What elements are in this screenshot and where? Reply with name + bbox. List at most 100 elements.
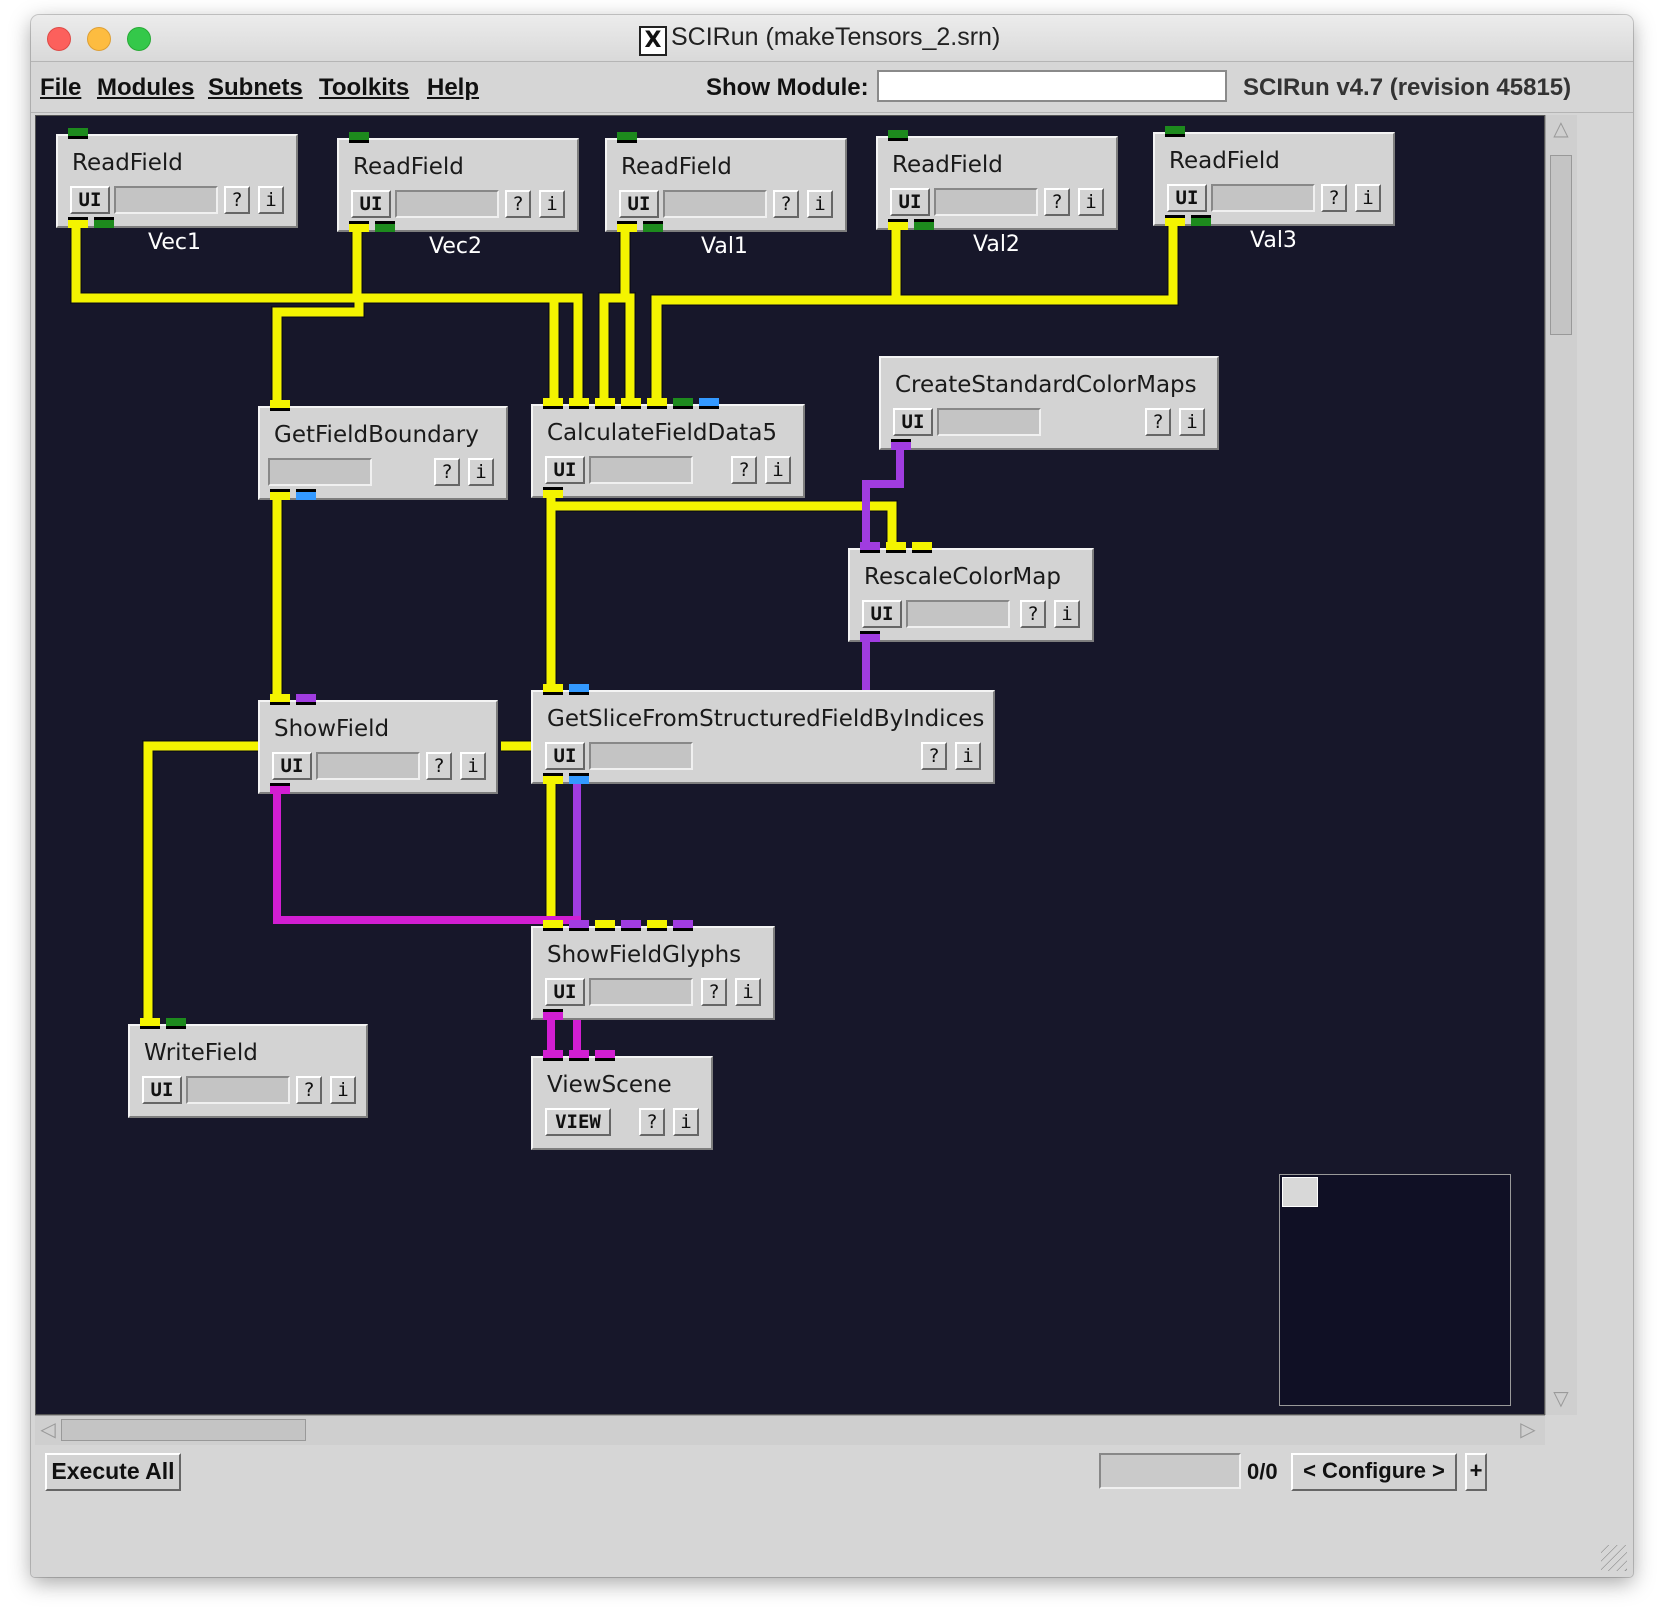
input-port-colormap[interactable] <box>673 920 693 931</box>
network-canvas[interactable]: ReadField UI ? i Vec1 ReadField UI ? i V… <box>35 115 1545 1415</box>
input-port-matrix[interactable] <box>699 398 719 409</box>
info-button[interactable]: i <box>468 458 494 486</box>
right-arrow-icon[interactable]: ▷ <box>1520 1417 1536 1441</box>
output-port-status[interactable] <box>375 221 395 232</box>
input-port-colormap[interactable] <box>860 542 880 553</box>
help-button[interactable]: ? <box>296 1076 322 1104</box>
help-button[interactable]: ? <box>426 752 452 780</box>
module-showfield[interactable]: ShowField UI ? i <box>258 694 498 794</box>
input-port-field[interactable] <box>595 398 615 409</box>
input-port-field[interactable] <box>569 398 589 409</box>
input-port-field[interactable] <box>270 694 290 705</box>
module-createstandardcolormaps[interactable]: CreateStandardColorMaps UI ? i <box>879 356 1219 450</box>
ui-button[interactable]: UI <box>890 188 930 216</box>
minimap-viewport[interactable] <box>1282 1177 1318 1207</box>
ui-button[interactable]: UI <box>351 190 391 218</box>
ui-button[interactable]: UI <box>1167 184 1207 212</box>
down-arrow-icon[interactable]: ▽ <box>1553 1386 1569 1410</box>
info-button[interactable]: i <box>258 186 284 214</box>
input-port-field[interactable] <box>621 398 641 409</box>
ui-button[interactable]: UI <box>862 600 902 628</box>
vertical-scrollbar[interactable]: △ ▽ <box>1545 115 1577 1415</box>
help-button[interactable]: ? <box>731 456 757 484</box>
input-port-geometry[interactable] <box>595 1050 615 1061</box>
execute-all-button[interactable]: Execute All <box>45 1453 181 1491</box>
module-readfield-vec1[interactable]: ReadField UI ? i <box>56 128 298 228</box>
output-port-field[interactable] <box>270 489 290 500</box>
menu-file[interactable]: File <box>40 74 82 101</box>
info-button[interactable]: i <box>1179 408 1205 436</box>
help-button[interactable]: ? <box>505 190 531 218</box>
output-port-field[interactable] <box>349 221 369 232</box>
input-port-field[interactable] <box>595 920 615 931</box>
module-readfield-val3[interactable]: ReadField UI ? i <box>1153 126 1395 226</box>
output-port-status[interactable] <box>94 217 114 228</box>
output-port-matrix[interactable] <box>569 773 589 784</box>
add-button[interactable]: + <box>1465 1453 1487 1491</box>
ui-button[interactable]: UI <box>619 190 659 218</box>
output-port-colormap[interactable] <box>891 439 911 450</box>
minimize-window-button[interactable] <box>87 27 111 51</box>
output-port-field[interactable] <box>543 487 563 498</box>
info-button[interactable]: i <box>539 190 565 218</box>
input-port-field[interactable] <box>647 398 667 409</box>
ui-button[interactable]: UI <box>893 408 933 436</box>
info-button[interactable]: i <box>460 752 486 780</box>
output-port-field[interactable] <box>617 221 637 232</box>
input-port-field[interactable] <box>912 542 932 553</box>
help-button[interactable]: ? <box>1020 600 1046 628</box>
output-port-matrix[interactable] <box>296 489 316 500</box>
help-button[interactable]: ? <box>1321 184 1347 212</box>
ui-button[interactable]: UI <box>142 1076 182 1104</box>
info-button[interactable]: i <box>673 1108 699 1136</box>
input-port-matrix[interactable] <box>569 684 589 695</box>
info-button[interactable]: i <box>955 742 981 770</box>
show-module-input[interactable] <box>877 70 1227 102</box>
info-button[interactable]: i <box>735 978 761 1006</box>
input-port-colormap[interactable] <box>569 920 589 931</box>
output-port-field[interactable] <box>888 219 908 230</box>
menu-help[interactable]: Help <box>427 74 480 101</box>
input-port-field[interactable] <box>543 398 563 409</box>
help-button[interactable]: ? <box>224 186 250 214</box>
output-port-field[interactable] <box>1165 215 1185 226</box>
module-calculatefielddata5[interactable]: CalculateFieldData5 UI ? i <box>531 398 805 498</box>
help-button[interactable]: ? <box>1145 408 1171 436</box>
menu-toolkits[interactable]: Toolkits <box>319 74 410 101</box>
info-button[interactable]: i <box>1355 184 1381 212</box>
help-button[interactable]: ? <box>921 742 947 770</box>
input-port-status[interactable] <box>166 1018 186 1029</box>
input-port-colormap[interactable] <box>296 694 316 705</box>
module-writefield[interactable]: WriteField UI ? i <box>128 1018 368 1118</box>
input-port-geometry[interactable] <box>569 1050 589 1061</box>
module-getfieldboundary[interactable]: GetFieldBoundary ? i <box>258 400 508 500</box>
ui-button[interactable]: UI <box>545 978 585 1006</box>
output-port-field[interactable] <box>68 217 88 228</box>
input-port-field[interactable] <box>270 400 290 411</box>
output-port-status[interactable] <box>914 219 934 230</box>
input-port-geometry[interactable] <box>543 1050 563 1061</box>
ui-button[interactable]: UI <box>545 456 585 484</box>
horizontal-scrollbar[interactable]: ◁ ▷ <box>35 1415 1545 1445</box>
vertical-scroll-thumb[interactable] <box>1550 155 1572 335</box>
view-button[interactable]: VIEW <box>545 1108 611 1136</box>
output-port-status[interactable] <box>643 221 663 232</box>
resize-grip-icon[interactable] <box>1601 1545 1627 1571</box>
module-rescalecolormap[interactable]: RescaleColorMap UI ? i <box>848 542 1094 642</box>
help-button[interactable]: ? <box>434 458 460 486</box>
output-port-geometry[interactable] <box>270 783 290 794</box>
input-port-field[interactable] <box>886 542 906 553</box>
output-port-status[interactable] <box>1191 215 1211 226</box>
menu-subnets[interactable]: Subnets <box>208 74 303 101</box>
info-button[interactable]: i <box>807 190 833 218</box>
help-button[interactable]: ? <box>639 1108 665 1136</box>
network-minimap[interactable] <box>1279 1174 1511 1406</box>
module-readfield-val2[interactable]: ReadField UI ? i <box>876 130 1118 230</box>
menu-modules[interactable]: Modules <box>97 74 195 101</box>
input-port-status[interactable] <box>673 398 693 409</box>
output-port-geometry[interactable] <box>543 1009 563 1020</box>
up-arrow-icon[interactable]: △ <box>1553 116 1569 140</box>
ui-button[interactable]: UI <box>545 742 585 770</box>
info-button[interactable]: i <box>1078 188 1104 216</box>
configure-button[interactable]: < Configure > <box>1291 1453 1457 1491</box>
